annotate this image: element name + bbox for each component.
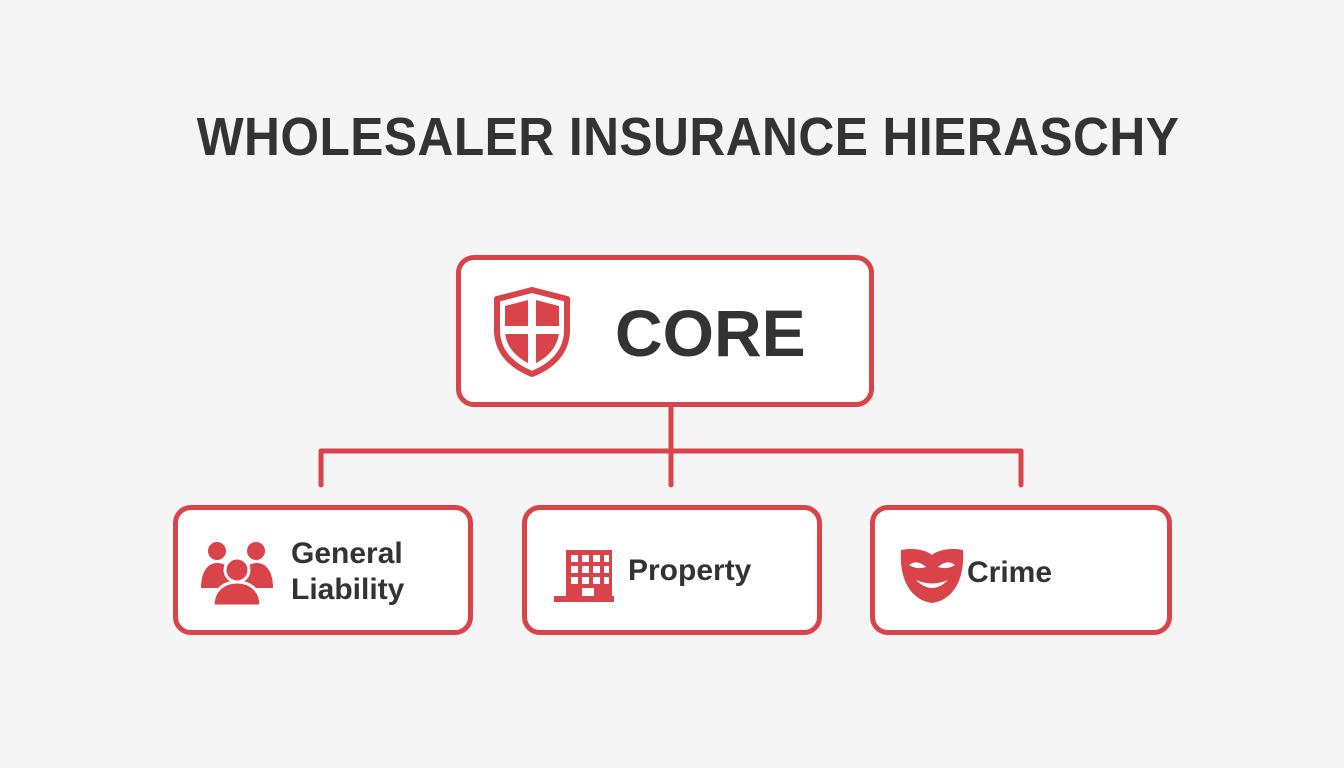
people-group-icon [201,542,273,608]
property-node: Property [522,505,822,635]
core-node: CORE [456,255,874,407]
crime-node: Crime [870,505,1172,635]
diagram-title: WHOLESALER INSURANCE HIERASCHY [196,107,1180,167]
building-icon [554,550,614,602]
general-liability-label-line2: Liability [291,573,405,606]
shield-icon [494,287,570,377]
theater-mask-icon [900,548,964,603]
general-liability-label-line1: General [291,537,403,570]
crime-label: Crime [967,556,1053,589]
property-label: Property [628,554,752,587]
general-liability-label: General Liability [291,536,461,608]
general-liability-node: General Liability [173,505,473,635]
core-label: CORE [615,296,806,370]
